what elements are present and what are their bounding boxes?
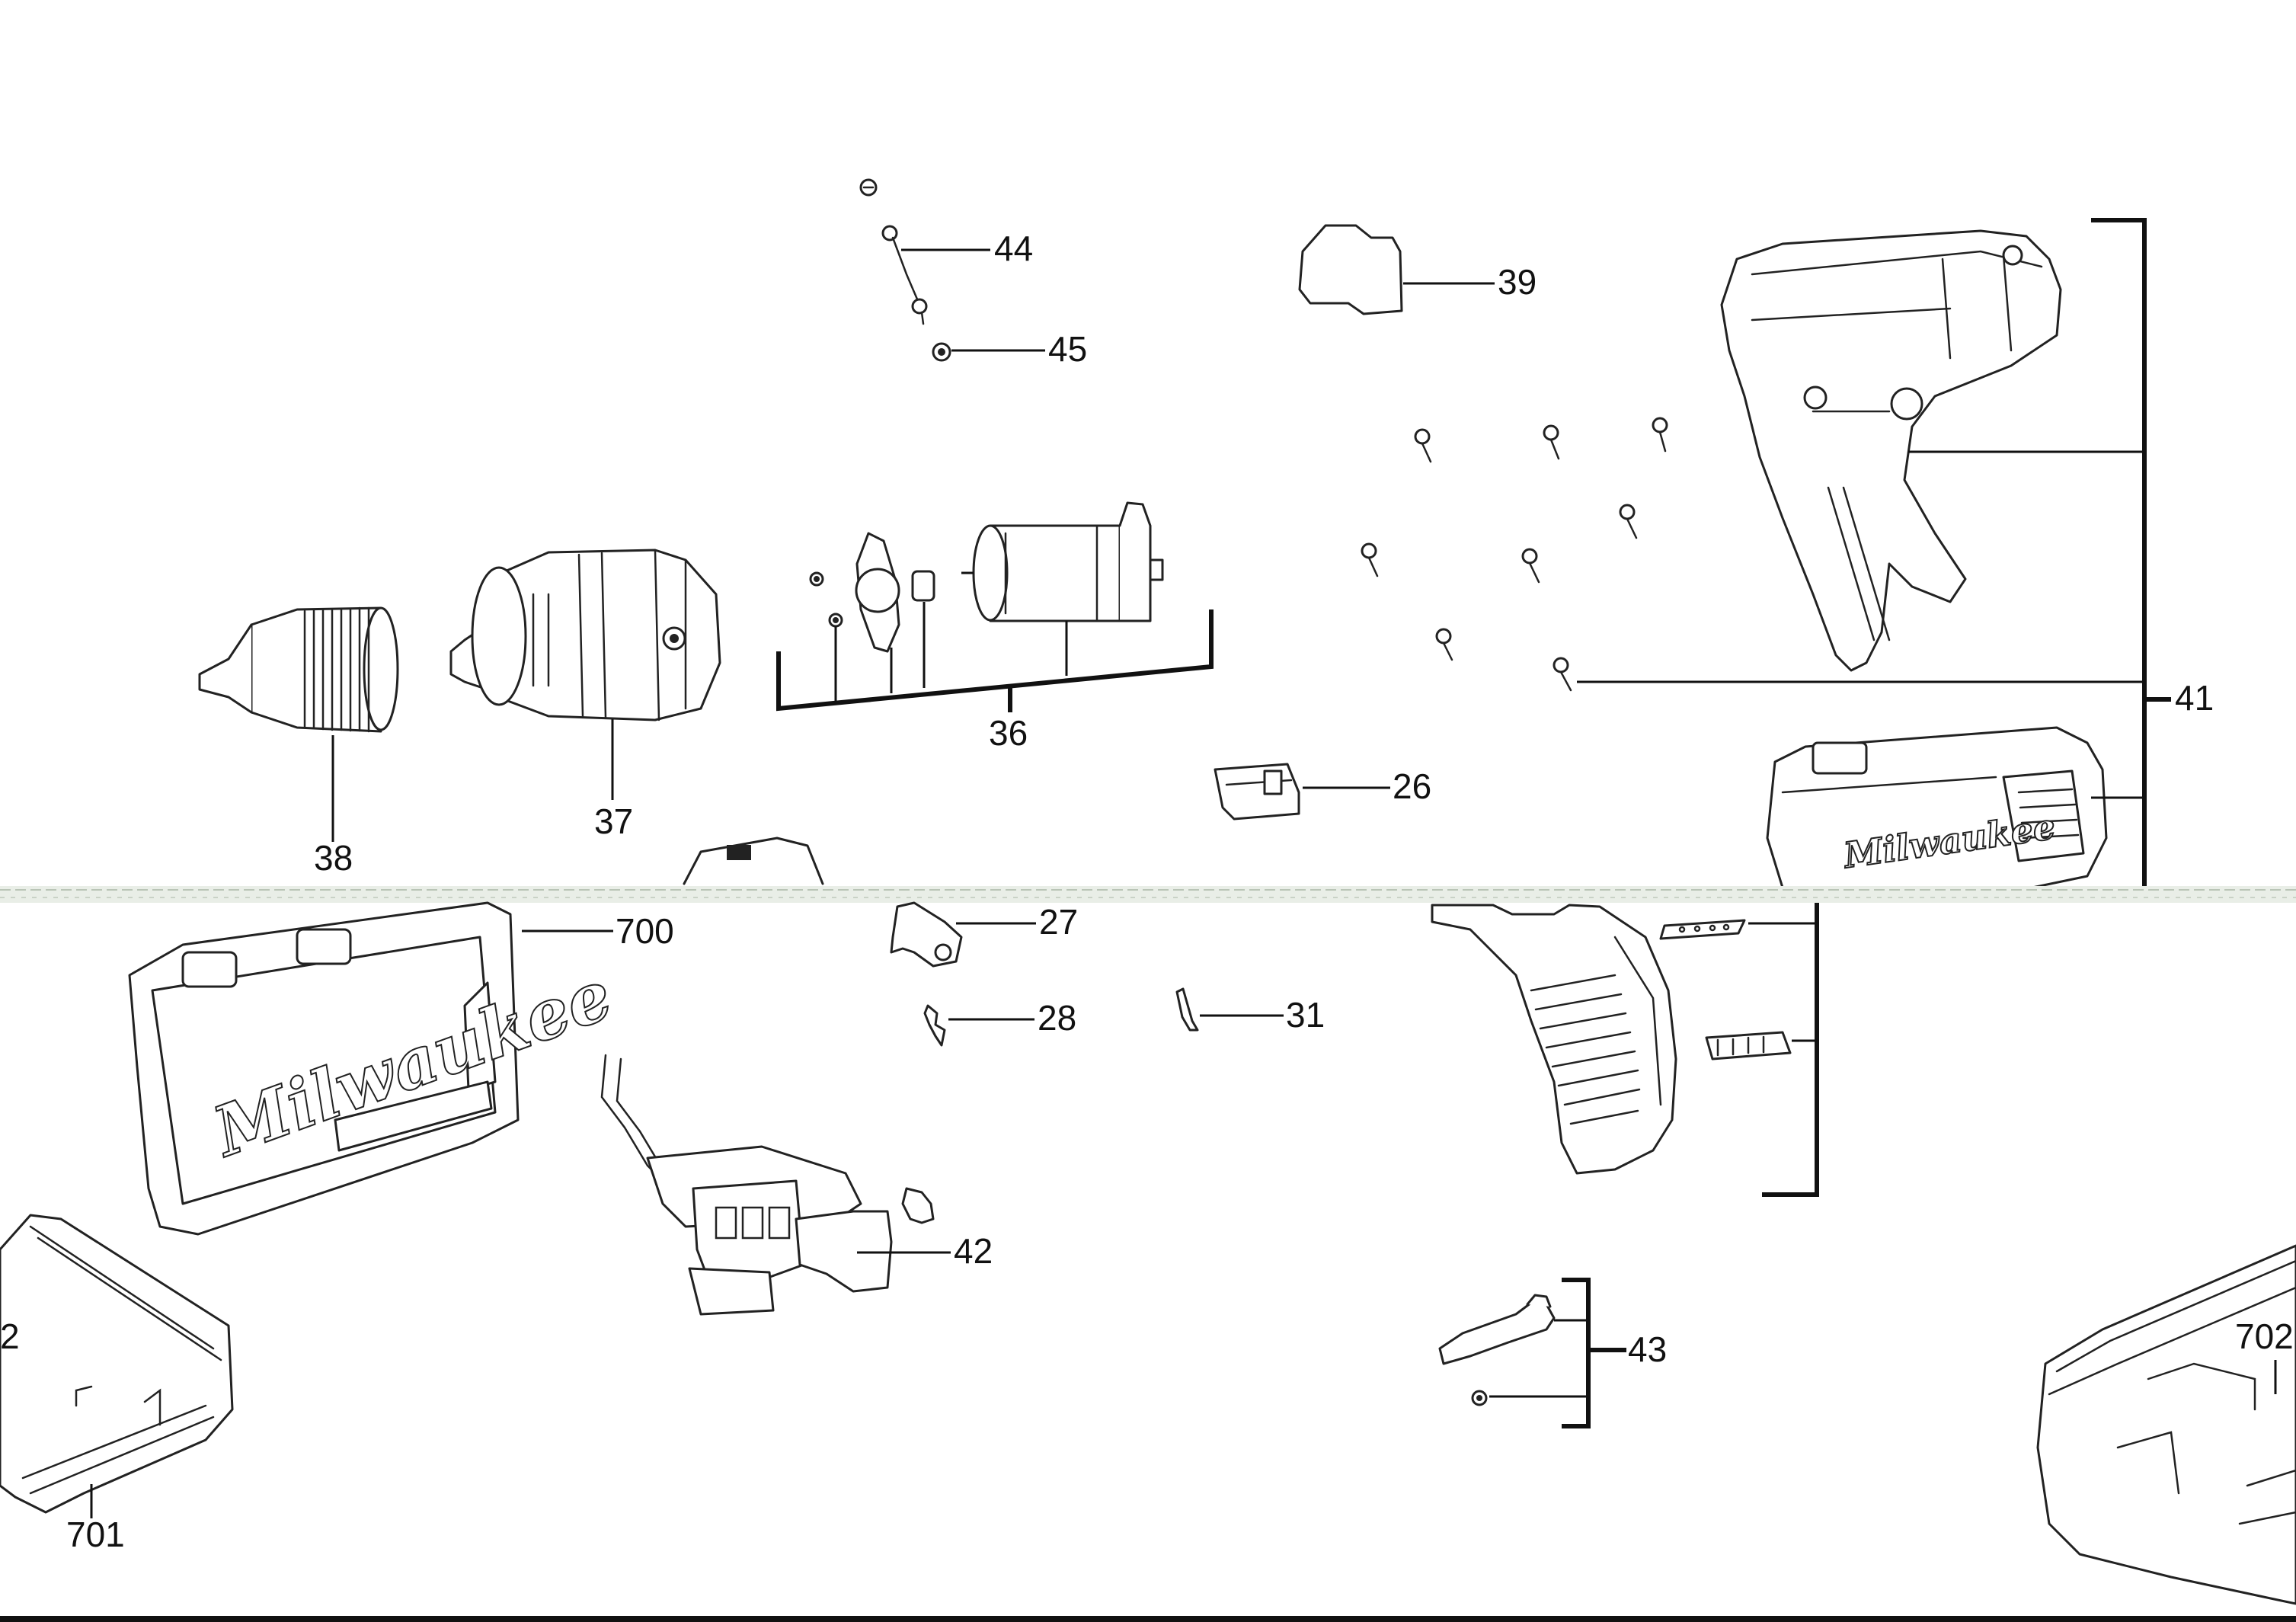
part-26-switch: 26 xyxy=(1214,763,1431,821)
part-41-housing-upper xyxy=(1720,229,2062,672)
scan-seam-band xyxy=(0,886,2296,903)
bracket-41: 41 xyxy=(1577,218,2214,891)
part-41-screws xyxy=(1361,417,1668,692)
part-41-handle-grip xyxy=(1431,904,1677,1175)
part-700-carry-case: Milwaukee 700 xyxy=(128,901,674,1236)
part-27-switch: 27 xyxy=(890,901,1078,968)
label-37: 37 xyxy=(594,801,633,841)
label-38: 38 xyxy=(314,838,353,878)
label-702-left: 2 xyxy=(0,1316,20,1356)
label-41: 41 xyxy=(2175,678,2214,718)
label-28: 28 xyxy=(1038,998,1076,1038)
label-700: 700 xyxy=(616,911,674,951)
part-28-spring: 28 xyxy=(923,998,1076,1047)
label-701: 701 xyxy=(66,1515,125,1554)
part-45-screw: 45 xyxy=(932,329,1087,369)
label-42: 42 xyxy=(954,1231,993,1271)
part-701-insert: 701 2 xyxy=(0,1214,234,1554)
part-38-chuck: 38 xyxy=(198,606,399,878)
part-44-spring: 44 xyxy=(859,178,1033,325)
part-702-insert: 702 xyxy=(2036,1244,2296,1605)
label-45: 45 xyxy=(1048,329,1087,369)
bottom-border xyxy=(0,1616,2296,1622)
part-37-gearbox: 37 xyxy=(449,549,721,841)
part-42-switch-assembly: 42 xyxy=(600,1054,993,1316)
part-43-belt-clip: 43 xyxy=(1438,1278,1667,1428)
part-36-motor-assembly: 36 xyxy=(776,501,1214,753)
label-43: 43 xyxy=(1628,1329,1667,1369)
label-36: 36 xyxy=(989,713,1028,753)
part-41-housing-lower: Milwaukee xyxy=(1766,726,2108,901)
part-36-screws xyxy=(809,571,843,628)
part-41-badge xyxy=(1659,919,1746,940)
part-700-top-fragment xyxy=(683,837,824,885)
label-27: 27 xyxy=(1039,902,1078,942)
part-31-contact: 31 xyxy=(1175,987,1325,1035)
bracket-41-lower xyxy=(1748,903,1819,1197)
label-44: 44 xyxy=(994,229,1033,268)
part-41-battery-contacts xyxy=(1705,1031,1792,1061)
label-31: 31 xyxy=(1286,995,1325,1035)
label-26: 26 xyxy=(1393,766,1431,806)
label-39: 39 xyxy=(1498,262,1537,302)
part-39-nameplate: 39 xyxy=(1298,224,1537,315)
label-702-right: 702 xyxy=(2235,1316,2294,1356)
